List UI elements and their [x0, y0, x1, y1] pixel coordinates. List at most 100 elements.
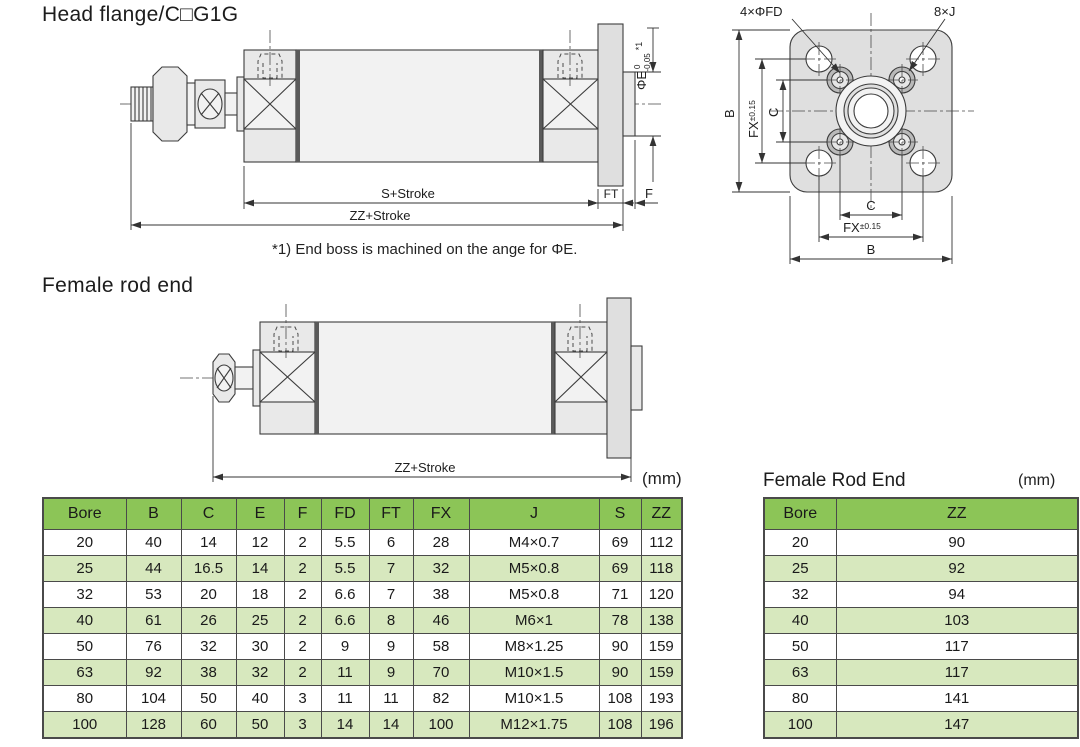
- table-cell: 14: [368, 711, 414, 739]
- center-boss: [835, 75, 907, 147]
- table-cell: 50: [763, 633, 837, 660]
- flange-front-view-drawing: 4×ΦFD 8×J B FX±0.15 C: [722, 4, 974, 264]
- table-cell: 44: [125, 555, 182, 582]
- fx-text: FX: [843, 220, 860, 235]
- dim-fx-bottom: FX±0.15: [818, 176, 924, 242]
- table-cell: 69: [598, 555, 642, 582]
- piston-rod: [234, 366, 254, 390]
- table-cell: 108: [598, 685, 642, 712]
- dim-label-s-stroke: S+Stroke: [381, 186, 435, 201]
- cylinder-tube: [314, 321, 556, 435]
- column-header: FD: [320, 497, 370, 530]
- dim-label-f: F: [645, 186, 653, 201]
- cylinder-tube: [295, 49, 544, 163]
- table-cell: 60: [180, 711, 237, 739]
- unit-label-main: (mm): [642, 469, 682, 488]
- table-cell: 92: [835, 555, 1079, 582]
- table-cell: 2: [283, 555, 322, 582]
- table-cell: 117: [835, 659, 1079, 686]
- dim-b-left: B: [722, 29, 790, 193]
- label-corner-holes: 4×ΦFD: [740, 4, 783, 19]
- table-cell: 104: [125, 685, 182, 712]
- port-boss: [273, 326, 299, 351]
- table-cell: 69: [598, 529, 642, 556]
- table-cell: M6×1: [468, 607, 600, 634]
- table-cell: 80: [763, 685, 837, 712]
- dim-c-bottom: C: [839, 155, 903, 220]
- table-cell: 117: [835, 633, 1079, 660]
- table-cell: 32: [180, 633, 237, 660]
- table-cell: 50: [235, 711, 285, 739]
- table-cell: 32: [235, 659, 285, 686]
- table-cell: 63: [763, 659, 837, 686]
- table-cell: 5.5: [320, 555, 370, 582]
- table-cell: 2: [283, 529, 322, 556]
- table-cell: 61: [125, 607, 182, 634]
- column-header: S: [598, 497, 642, 530]
- table-cell: 28: [412, 529, 470, 556]
- table-cell: 71: [598, 581, 642, 608]
- table-cell: 80: [42, 685, 127, 712]
- flange-plate: [606, 297, 632, 459]
- leader-thread-holes: [908, 18, 946, 72]
- table-cell: 7: [368, 581, 414, 608]
- female-rod-end: [212, 349, 261, 407]
- tolerance-upper: 0: [633, 64, 642, 69]
- head-cap: [243, 30, 297, 163]
- table-cell: 100: [412, 711, 470, 739]
- table-cell: 25: [235, 607, 285, 634]
- table-cell: 100: [763, 711, 837, 739]
- table-cell: 193: [640, 685, 683, 712]
- dim-label-b-left: B: [722, 109, 737, 118]
- table-cell: 40: [42, 607, 127, 634]
- column-header: ZZ: [640, 497, 683, 530]
- table-cell: 25: [763, 555, 837, 582]
- table-cell: 20: [180, 581, 237, 608]
- table-cell: 138: [640, 607, 683, 634]
- table-cell: 32: [763, 581, 837, 608]
- column-header: Bore: [42, 497, 127, 530]
- dim-b-bottom: B: [789, 196, 953, 264]
- table-cell: 25: [42, 555, 127, 582]
- table-cell: 100: [42, 711, 127, 739]
- table-cell: 11: [368, 685, 414, 712]
- table-cell: 40: [235, 685, 285, 712]
- table-cell: 103: [835, 607, 1079, 634]
- table-cell: 108: [598, 711, 642, 739]
- tolerance-lower: -0.05: [643, 53, 652, 72]
- table-cell: 53: [125, 581, 182, 608]
- table-cell: M12×1.75: [468, 711, 600, 739]
- table-cell: 6.6: [320, 581, 370, 608]
- table-cell: 63: [42, 659, 127, 686]
- dim-zz-stroke: ZZ+Stroke: [130, 123, 623, 230]
- dim-phi-e: ΦE0-0.05*1: [633, 27, 661, 182]
- column-header: ZZ: [835, 497, 1079, 530]
- footnote: *1) End boss is machined on the ange for…: [272, 241, 578, 258]
- table-cell: 50: [42, 633, 127, 660]
- table-cell: 147: [835, 711, 1079, 739]
- column-header: F: [283, 497, 322, 530]
- dim-zz-stroke: ZZ+Stroke: [212, 396, 632, 482]
- table-cell: 120: [640, 581, 683, 608]
- table-cell: 46: [412, 607, 470, 634]
- label-thread-holes: 8×J: [934, 4, 955, 19]
- fx-tolerance: ±0.15: [747, 100, 757, 121]
- table-cell: 40: [125, 529, 182, 556]
- table-cell: 2: [283, 607, 322, 634]
- fx-text: FX: [746, 121, 761, 138]
- table-cell: 38: [412, 581, 470, 608]
- table-cell: 9: [320, 633, 370, 660]
- table-cell: 141: [835, 685, 1079, 712]
- port-boss: [557, 53, 583, 78]
- column-header: B: [125, 497, 182, 530]
- page-title: Head flange/C□G1G: [42, 3, 239, 26]
